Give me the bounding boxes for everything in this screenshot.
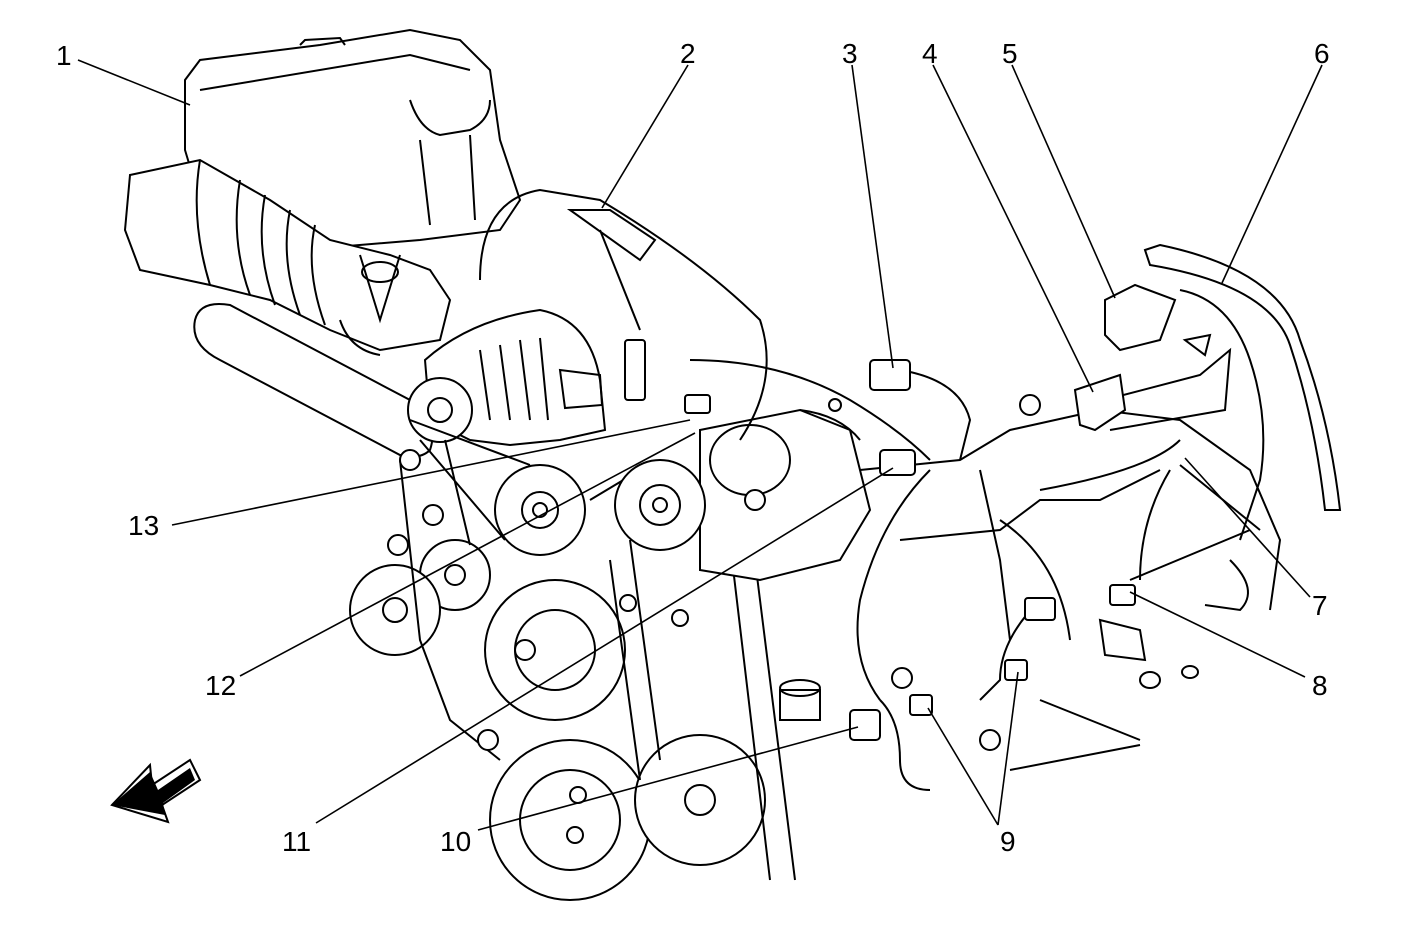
- leader-lines: [77, 59, 1323, 831]
- callout-8: 8: [1312, 670, 1328, 701]
- bracket-sensors: [1073, 283, 1232, 432]
- intake-duct: [123, 158, 452, 356]
- callout-12: 12: [205, 670, 237, 701]
- callout-3: 3: [842, 38, 858, 69]
- ac-compressor: [614, 398, 872, 582]
- callout-6: 6: [1314, 38, 1330, 69]
- callout-10: 10: [440, 826, 472, 857]
- lower-hose: [193, 303, 434, 458]
- callout-11: 11: [282, 826, 312, 857]
- callout-9: 9: [1000, 826, 1016, 857]
- pulleys: [349, 419, 796, 901]
- callout-4: 4: [922, 38, 938, 69]
- callout-2: 2: [680, 38, 696, 69]
- vent-hose: [1143, 243, 1342, 511]
- callout-7: 7: [1312, 590, 1328, 621]
- front-arrow-icon: [110, 758, 202, 824]
- callout-13: 13: [128, 510, 160, 541]
- bolts: [387, 394, 1041, 844]
- engine-block: [399, 408, 1282, 771]
- callout-1: 1: [56, 40, 72, 71]
- connectors: [624, 339, 1136, 741]
- callout-5: 5: [1002, 38, 1018, 69]
